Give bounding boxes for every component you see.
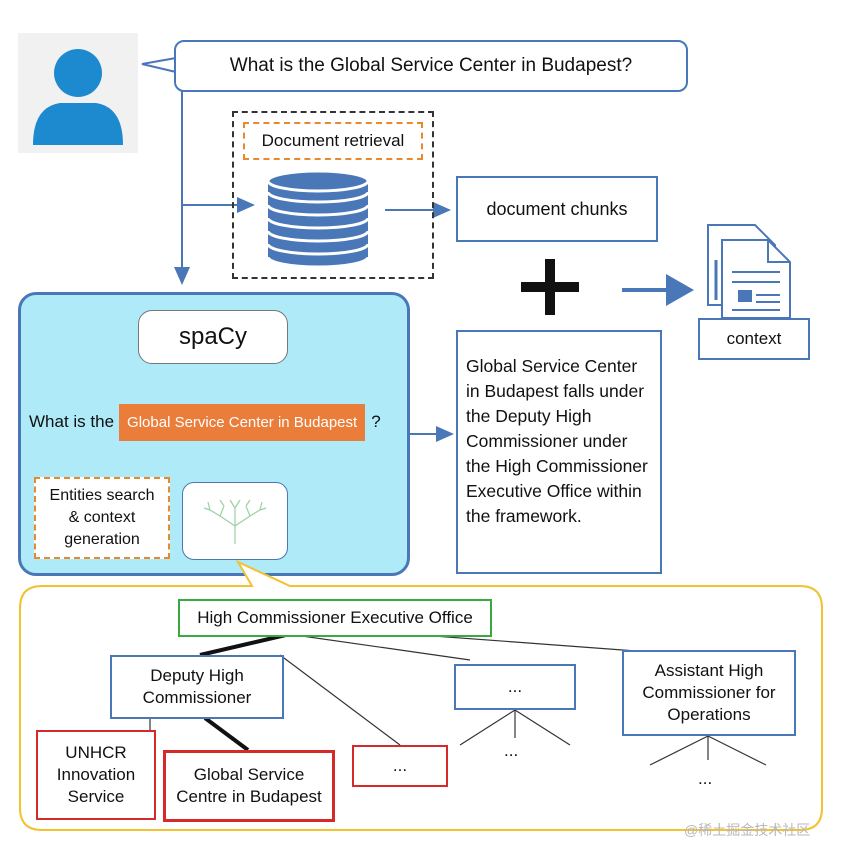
question-bubble-tail <box>141 57 177 73</box>
tree-node-ellipsis-2: ... <box>352 745 448 787</box>
entities-search-label: Entities search & context generation <box>34 477 170 559</box>
tree-node-unhcr-innovation-text: UNHCR Innovation Service <box>56 743 136 806</box>
user-icon <box>33 49 123 145</box>
sentence-row: What is the Global Service Center in Bud… <box>29 402 409 442</box>
tree-node-ellipsis-1: ... <box>454 664 576 710</box>
entities-search-text: Entities search & context generation <box>49 487 155 548</box>
tree-node-ellipsis-1-text: ... <box>507 677 523 696</box>
document-chunks-text: document chunks <box>486 199 628 219</box>
question-text: What is the Global Service Center in Bud… <box>229 55 633 76</box>
tree-root-node: High Commissioner Executive Office <box>178 599 492 637</box>
retrieval-group <box>232 111 434 279</box>
tree-node-deputy: Deputy High Commissioner <box>110 655 284 719</box>
question-bubble: What is the Global Service Center in Bud… <box>174 40 688 92</box>
answer-box: Global Service Center in Budapest falls … <box>456 330 662 574</box>
document-chunks-box: document chunks <box>456 176 658 242</box>
tree-node-deputy-text: Deputy High Commissioner <box>142 666 252 707</box>
spacy-box: spaCy <box>138 310 288 364</box>
watermark: @稀土掘金技术社区 <box>684 822 811 838</box>
tree-node-ellipsis-2-text: ... <box>392 756 408 775</box>
highlight-edge-root <box>199 632 291 657</box>
answer-text: Global Service Center in Budapest falls … <box>466 356 648 526</box>
document-icon <box>707 224 791 319</box>
highlight-edge-deputy <box>203 716 250 752</box>
tree-root-text: High Commissioner Executive Office <box>197 608 473 627</box>
tree-node-assistant: Assistant High Commissioner for Operatio… <box>622 650 796 736</box>
retrieval-label: Document retrieval <box>243 122 423 160</box>
tree-leaf-ellipsis-2: ... <box>698 769 713 788</box>
tree-node-unhcr-innovation: UNHCR Innovation Service <box>36 730 156 820</box>
plus-sign <box>521 259 579 315</box>
tree-thumbnail-icon <box>203 499 267 544</box>
tree-leaf-ellipsis-1: ... <box>504 741 519 760</box>
tree-thumbnail-box <box>182 482 288 560</box>
spacy-text: spaCy <box>178 323 248 350</box>
user-avatar <box>18 33 138 153</box>
context-box: context <box>698 318 810 360</box>
tree-node-assistant-text: Assistant High Commissioner for Operatio… <box>642 661 776 724</box>
retrieval-label-text: Document retrieval <box>261 131 405 150</box>
tree-node-global-service-centre-text: Global Service Centre in Budapest <box>176 765 322 806</box>
sentence-prefix: What is the <box>29 412 115 431</box>
sentence-suffix: ? <box>371 412 381 431</box>
tree-node-global-service-centre: Global Service Centre in Budapest <box>163 750 335 822</box>
context-text: context <box>726 329 782 348</box>
database-icon <box>266 169 370 269</box>
entity-highlight: Global Service Center in Budapest <box>119 403 366 441</box>
